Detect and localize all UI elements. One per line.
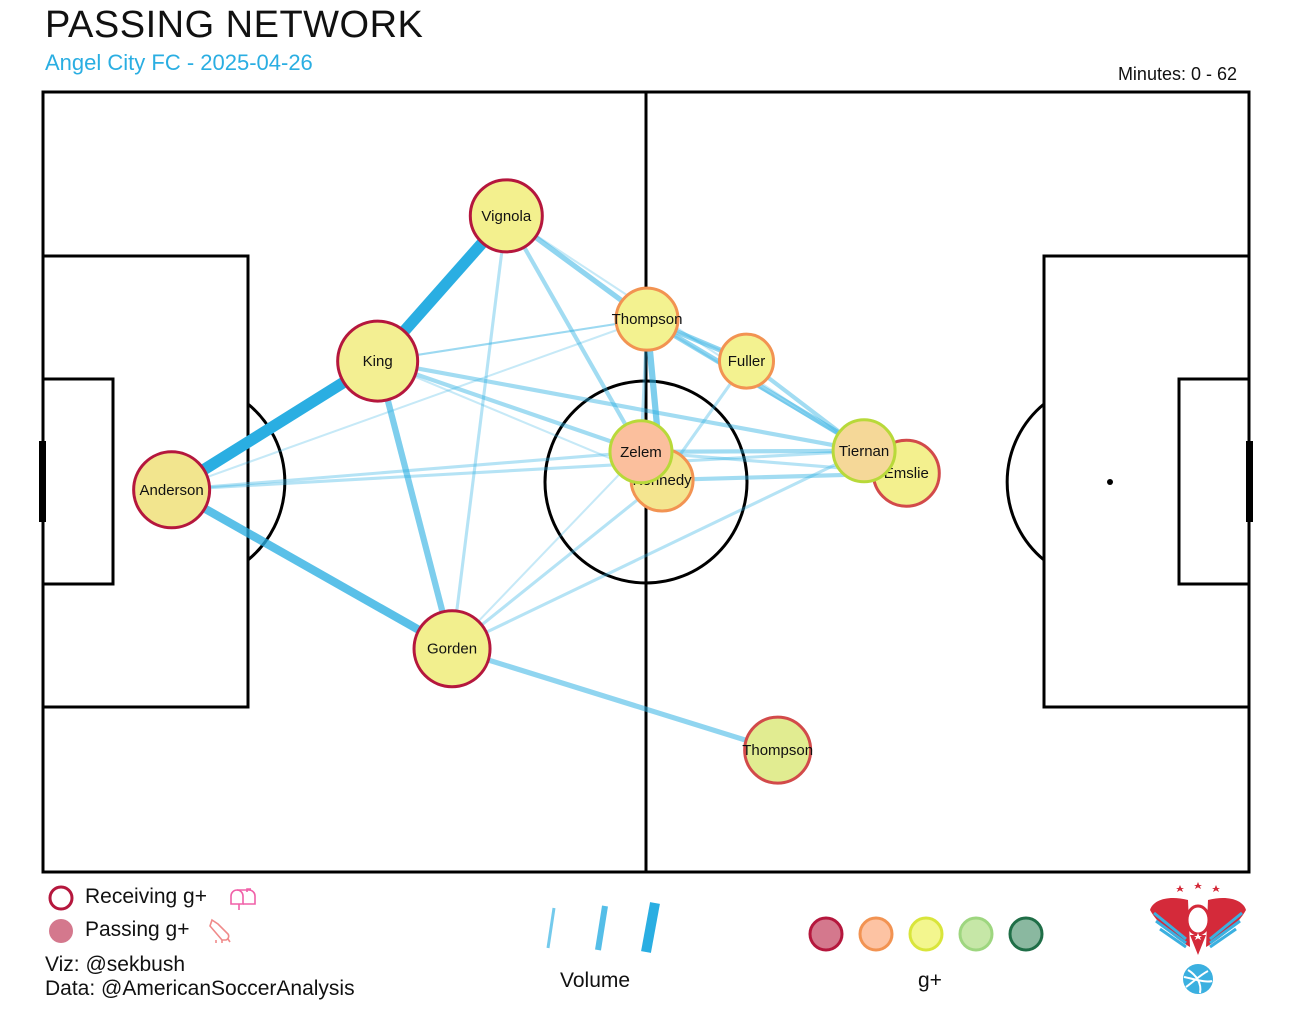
player-marker [468,178,544,254]
player-marker [336,319,420,403]
left-goal [39,441,46,522]
pass-edge [374,360,456,650]
soccer-cleat-icon [209,918,231,943]
pass-edge [171,449,865,492]
minutes-range: Minutes: 0 - 62 [1117,64,1237,84]
pitch-markings [41,90,1251,874]
right-penalty-spot [1107,479,1113,485]
gplus-scale-swatch [858,916,894,952]
volume-legend-mid [595,905,608,951]
player-label: King [363,353,393,370]
pass-edge [377,359,865,453]
right-six-yard-box [1177,377,1251,586]
pass-edge [640,448,865,454]
passing-legend-label: Passing g+ [85,918,190,941]
player-marker [831,418,897,484]
player-label: Anderson [140,482,204,499]
right-goal [1246,441,1253,522]
pass-edge [377,318,648,363]
player-label: Thompson [612,311,683,328]
pass-edge [451,451,642,650]
gplus-legend-label: g+ [918,969,942,992]
player-node: Thompson [612,286,683,352]
gplus-scale-swatch [958,916,994,952]
viz-credit: Viz: @sekbush [45,953,185,976]
eagle-logo [1150,882,1246,994]
mailbox-icon [230,888,256,910]
pass-edge [171,318,648,491]
passing-legend: Passing g+ [85,918,190,942]
pass-edges [168,212,908,753]
receiving-legend: Receiving g+ [85,885,207,909]
pass-edge [504,214,643,453]
player-node: Tiernan [831,418,897,484]
player-label: Emslie [884,465,929,482]
gplus-scale-swatch [1008,916,1044,952]
player-node: King [336,319,420,403]
player-node: Anderson [132,450,212,530]
pass-edge [451,478,664,650]
player-label: Tiernan [839,443,889,460]
right-penalty-arc [1005,402,1045,562]
pass-edge [377,318,648,363]
volume-legend-low [546,907,556,949]
pass-edge [451,646,779,753]
player-node: Fuller [718,332,775,390]
receiving-legend-label: Receiving g+ [85,885,207,908]
gplus-scale-swatch [908,916,944,952]
left-six-yard-box [41,377,115,586]
player-label: Fuller [728,353,766,370]
right-penalty-box [1042,254,1251,709]
gplus-legend [808,916,1044,952]
center-circle [543,379,749,585]
player-marker [718,332,775,390]
player-nodes: AndersonKingVignolaGordenThompsonFullerK… [132,178,941,785]
volume-legend-high [641,902,660,953]
pass-edge [169,486,455,653]
player-node: Thompson [742,715,813,785]
player-label: Thompson [742,742,813,759]
chart-subtitle: Angel City FC - 2025-04-26 [45,50,313,75]
passing-legend-marker [49,919,73,943]
player-marker [412,609,492,689]
pass-edge [451,449,865,651]
player-node: Zelem [608,419,674,485]
player-label: Vignola [481,208,531,225]
player-marker [608,419,674,485]
player-label: Gorden [427,641,477,658]
pass-edge [376,359,642,454]
volume-legend [546,902,660,953]
player-marker [132,450,212,530]
pass-edge [450,215,508,649]
player-marker [614,286,680,352]
volume-legend-label: Volume [560,969,631,992]
player-marker [743,715,813,785]
receiving-legend-marker [48,885,74,911]
gplus-scale-swatch [808,916,844,952]
chart-title: PASSING NETWORK [45,4,424,46]
data-credit: Data: @AmericanSoccerAnalysis [45,977,355,1000]
player-label: Zelem [620,444,662,461]
player-node: Gorden [412,609,492,689]
player-node: Vignola [468,178,544,254]
